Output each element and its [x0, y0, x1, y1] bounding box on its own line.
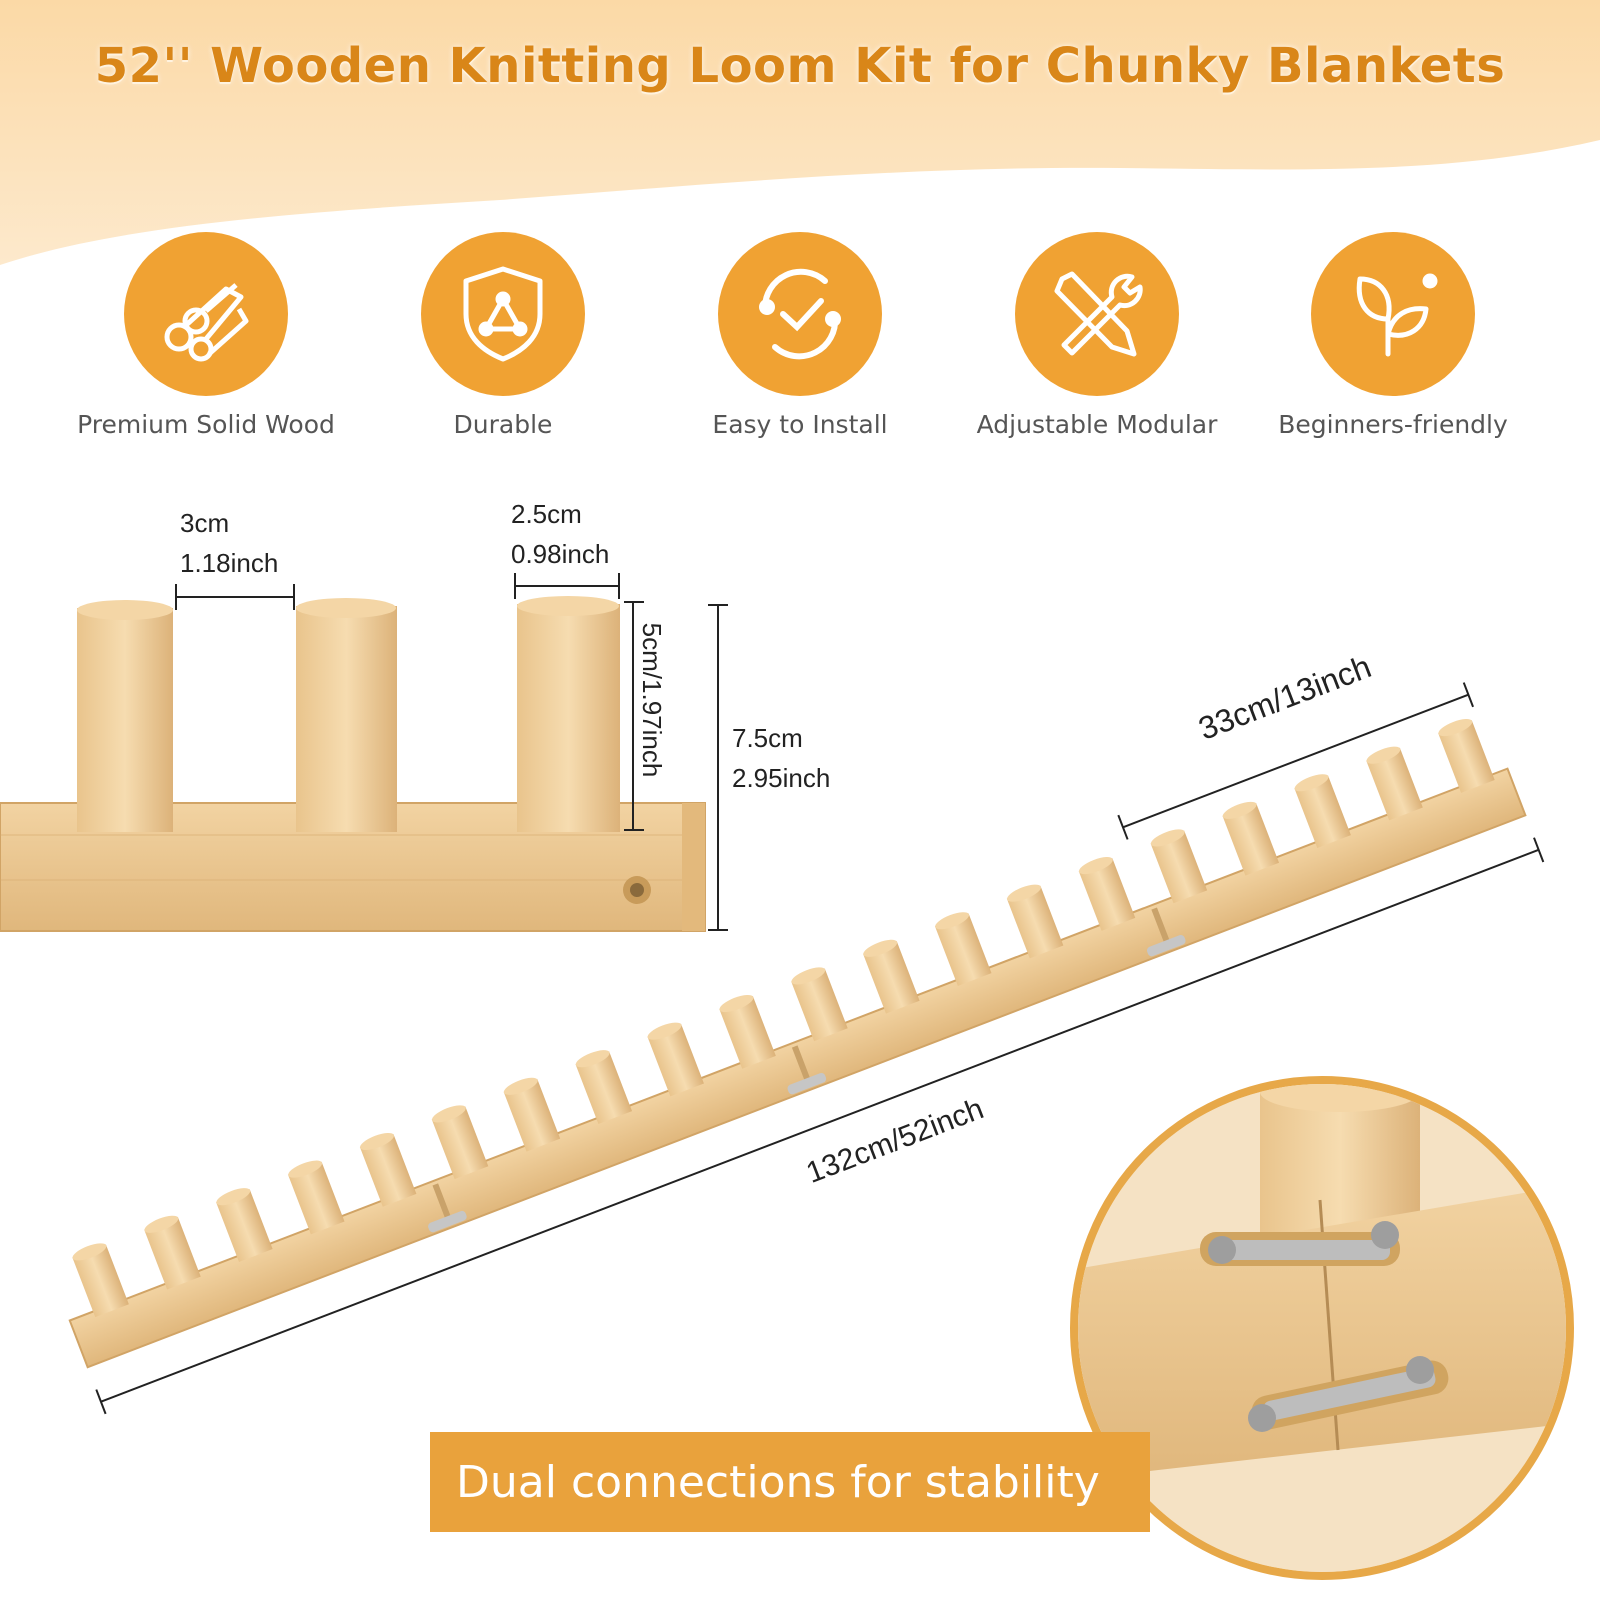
- feature-premium-solid-wood: Premium Solid Wood: [56, 232, 356, 439]
- check-circle-icon: [718, 232, 882, 396]
- loom-peg-top: [216, 1188, 251, 1206]
- loom-peg-top: [1078, 857, 1113, 875]
- leaf-icon: [1311, 232, 1475, 396]
- feature-easy-to-install: Easy to Install: [650, 232, 950, 439]
- peg-diameter-label: 2.5cm 0.98inch: [511, 494, 609, 574]
- loom-peg-top: [144, 1215, 179, 1233]
- loom-peg-top: [503, 1077, 538, 1095]
- loom-peg-top: [647, 1022, 682, 1040]
- peg-height-label: 5cm/1.97inch: [637, 622, 667, 778]
- loom-peg-top: [1366, 746, 1401, 764]
- loom-peg: [1078, 858, 1136, 931]
- total-height-in: 2.95inch: [732, 763, 831, 793]
- feature-label: Premium Solid Wood: [77, 410, 335, 439]
- loom-peg-top: [72, 1243, 107, 1261]
- loom-peg: [863, 940, 920, 1014]
- loom-peg-top: [360, 1132, 394, 1151]
- loom-peg: [1222, 802, 1280, 876]
- loom-peg: [431, 1106, 489, 1180]
- logs-icon: [124, 232, 288, 396]
- peg-gap-cm: 3cm: [180, 508, 230, 538]
- stability-banner: Dual connections for stability: [430, 1432, 1150, 1532]
- feature-label: Adjustable Modular: [976, 410, 1218, 439]
- connector-detail-image: [1070, 1076, 1574, 1580]
- loom-peg: [503, 1078, 561, 1152]
- total-height-label: 7.5cm 2.95inch: [732, 718, 830, 798]
- loom-peg: [72, 1244, 129, 1318]
- feature-beginners-friendly: Beginners-friendly: [1243, 232, 1543, 439]
- loom-peg-top: [935, 912, 970, 930]
- loom-peg-top: [1150, 829, 1185, 847]
- page-title: 52'' Wooden Knitting Loom Kit for Chunky…: [94, 38, 1506, 94]
- loom-peg-top: [863, 939, 898, 957]
- loom-peg: [647, 1023, 704, 1097]
- loom-peg: [719, 996, 776, 1069]
- loom-peg: [1366, 747, 1423, 821]
- loom-peg: [216, 1189, 273, 1262]
- loom-peg: [791, 968, 848, 1042]
- loom-peg: [144, 1216, 201, 1290]
- loom-peg-top: [1294, 774, 1329, 792]
- full-loom-image: [68, 682, 1545, 1415]
- peg-diameter-in: 0.98inch: [511, 539, 610, 569]
- loom-peg: [1150, 830, 1208, 904]
- feature-durable: Durable: [353, 232, 653, 439]
- loom-peg-top: [1222, 801, 1257, 819]
- feature-adjustable-modular: Adjustable Modular: [947, 232, 1247, 439]
- loom-peg: [934, 913, 992, 987]
- loom-peg-top: [1438, 719, 1473, 737]
- feature-label: Easy to Install: [712, 410, 888, 439]
- loom-peg: [1438, 720, 1495, 793]
- feature-label: Durable: [453, 410, 553, 439]
- closeup-loom-image: [0, 596, 706, 932]
- peg-gap-label: 3cm 1.18inch: [180, 503, 278, 583]
- loom-peg: [1294, 775, 1351, 849]
- peg-gap-in: 1.18inch: [180, 548, 279, 578]
- shield-icon: [421, 232, 585, 396]
- loom-peg-top: [288, 1160, 323, 1178]
- loom-peg: [575, 1051, 633, 1124]
- feature-label: Beginners-friendly: [1278, 410, 1508, 439]
- loom-peg: [287, 1161, 345, 1235]
- peg-diameter-cm: 2.5cm: [511, 499, 582, 529]
- tools-icon: [1015, 232, 1179, 396]
- loom-peg: [359, 1134, 417, 1207]
- total-height-cm: 7.5cm: [732, 723, 803, 753]
- loom-peg-top: [575, 1050, 610, 1068]
- loom-peg-top: [719, 994, 754, 1013]
- loom-peg: [1006, 885, 1064, 959]
- loom-peg-top: [431, 1105, 466, 1123]
- loom-peg-top: [791, 967, 826, 985]
- loom-peg-top: [1007, 884, 1041, 902]
